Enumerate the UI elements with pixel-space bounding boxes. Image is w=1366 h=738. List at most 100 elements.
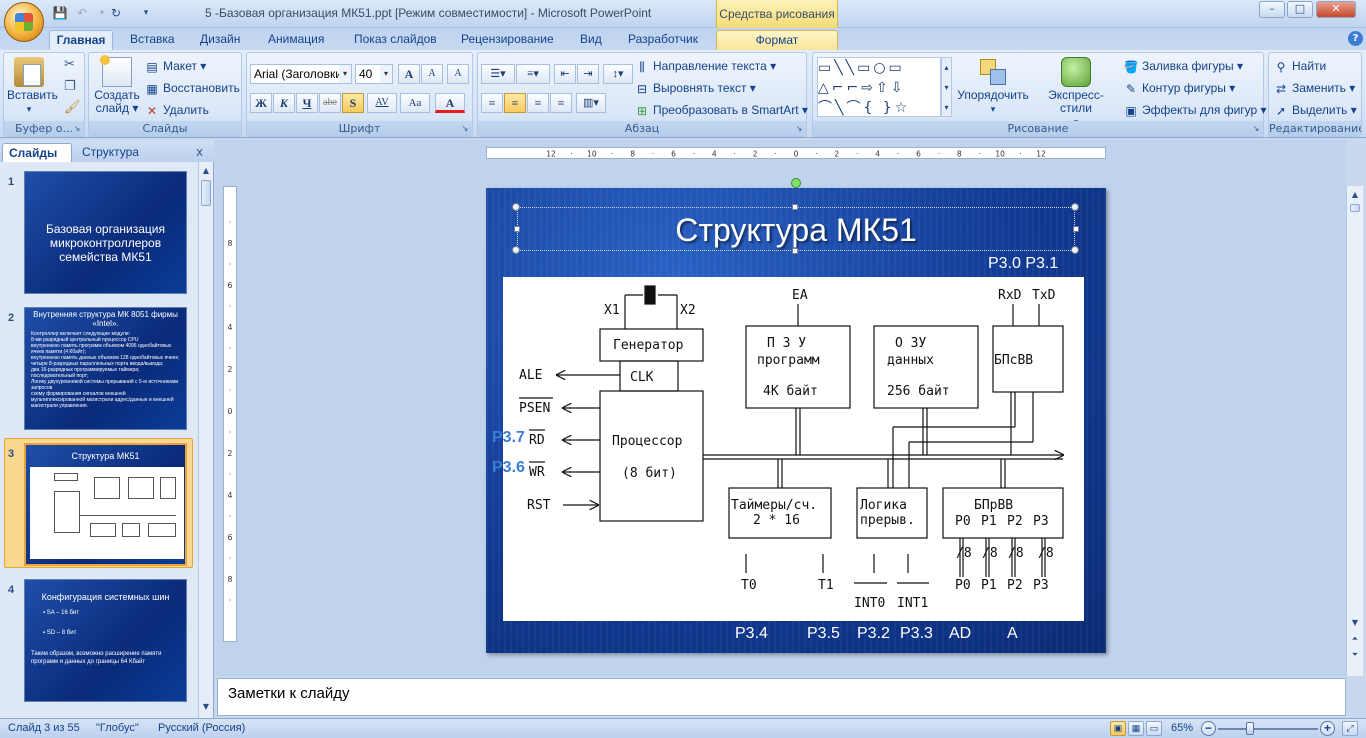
dialog-launcher-icon[interactable]: ↘ [795,124,803,133]
zoom-out-icon[interactable]: − [1201,721,1216,736]
tab-slides[interactable]: Слайды [2,143,72,162]
sorter-view-icon[interactable]: ▦ [1128,721,1144,736]
slide-scrollbar[interactable]: ▲ ▼ ⏶ ⏷ [1346,186,1363,676]
resize-handle[interactable] [792,204,798,210]
office-button[interactable] [4,2,44,42]
undo-icon[interactable]: ↶ [76,6,88,20]
scroll-thumb[interactable] [201,180,211,206]
minimize-button[interactable]: – [1259,1,1285,18]
find-button[interactable]: ⚲Найти [1273,57,1327,75]
tab-insert[interactable]: Вставка [130,32,175,46]
fit-to-window-icon[interactable]: ⤢ [1342,721,1358,736]
cut-icon[interactable]: ✂ [64,57,75,72]
change-case-button[interactable]: Aa [400,93,430,113]
resize-handle[interactable] [514,226,520,232]
dialog-launcher-icon[interactable]: ↘ [461,124,469,133]
underline-button[interactable]: Ч [296,93,318,113]
zoom-slider-thumb[interactable] [1246,722,1254,735]
copy-icon[interactable]: ❐ [64,79,76,94]
notes-pane[interactable]: Заметки к слайду [217,678,1346,716]
align-left-button[interactable]: ≡ [481,93,503,113]
shapes-scroll[interactable]: ▴▾▾ [941,57,952,117]
shape-fill-button[interactable]: 🪣Заливка фигуры ▾ [1123,59,1243,74]
zoom-in-icon[interactable]: + [1320,721,1335,736]
save-icon[interactable]: 💾 [52,6,68,20]
font-name-select[interactable]: Arial (Заголовки)▾ [250,64,352,84]
horizontal-ruler[interactable]: 12·10·8·6·4·2·0·2·4·6·8·10·12 [486,147,1106,159]
spacing-button[interactable]: AV [367,93,397,113]
scroll-down-icon[interactable]: ▼ [1351,618,1359,627]
slide-title[interactable]: Структура МК51 [517,207,1075,251]
tab-animation[interactable]: Анимация [268,32,325,46]
slideshow-view-icon[interactable]: ▭ [1146,721,1162,736]
italic-button[interactable]: К [273,93,295,113]
text-direction-button[interactable]: ⫼Направление текста ▾ [634,57,776,75]
status-language[interactable]: Русский (Россия) [158,722,246,734]
scroll-down-icon[interactable]: ▼ [202,702,210,711]
maximize-button[interactable]: □ [1287,1,1313,18]
close-panel-icon[interactable]: x [196,145,204,159]
shapes-gallery[interactable]: ▭╲╲▭○▭△⌐⌐⇨⇧⇩⌒╲⌒{ }☆ [817,57,941,117]
qat-customize-icon[interactable]: ▾ [143,8,149,18]
scroll-up-icon[interactable]: ▲ [202,166,210,175]
tab-developer[interactable]: Разработчик [628,32,698,46]
arrange-button[interactable]: Упорядочить▾ [955,57,1031,116]
slide-thumbnail-1[interactable]: Базовая организация микроконтроллеров се… [24,171,187,294]
tab-outline[interactable]: Структура [82,145,139,159]
rotate-handle[interactable] [791,178,801,188]
close-button[interactable]: ✕ [1316,1,1356,18]
tab-format[interactable]: Формат [716,30,838,50]
paste-button[interactable]: Вставить▾ [7,57,58,116]
resize-handle[interactable] [512,246,520,254]
shape-outline-button[interactable]: ✎Контур фигуры ▾ [1123,79,1235,97]
tab-home[interactable]: Главная [49,30,113,50]
clear-format-button[interactable]: A [447,64,469,84]
line-spacing-button[interactable]: ↕▾ [603,64,633,84]
resize-handle[interactable] [1071,246,1079,254]
strike-button[interactable]: abe [319,93,341,113]
font-color-button[interactable]: A [435,93,465,113]
zoom-slider-track[interactable] [1218,728,1318,730]
decrease-indent-button[interactable]: ⇤ [554,64,576,84]
bullets-button[interactable]: ☰▾ [481,64,515,84]
redo-icon[interactable]: ↻ [110,6,122,20]
tab-review[interactable]: Рецензирование [461,32,554,46]
shape-effects-button[interactable]: ▣Эффекты для фигур ▾ [1123,101,1266,119]
slide-thumbnail-2[interactable]: Внутренняя структура МК 8051 фирмы «Inte… [24,307,187,430]
dialog-launcher-icon[interactable]: ↘ [73,124,81,133]
align-center-button[interactable]: ≡ [504,93,526,113]
columns-button[interactable]: ▥▾ [576,93,606,113]
layout-button[interactable]: ▤Макет ▾ [144,57,206,75]
scroll-thumb[interactable] [1350,204,1360,212]
next-slide-icon[interactable]: ⏷ [1351,650,1359,659]
resize-handle[interactable] [792,248,798,254]
resize-handle[interactable] [1071,203,1079,211]
normal-view-icon[interactable]: ▣ [1110,721,1126,736]
scroll-up-icon[interactable]: ▲ [1351,190,1359,199]
dialog-launcher-icon[interactable]: ↘ [1252,124,1260,133]
format-painter-icon[interactable]: 🖌 [64,100,81,115]
smartart-button[interactable]: ⊞Преобразовать в SmartArt ▾ [634,101,808,119]
font-size-select[interactable]: 40▾ [355,64,393,84]
undo-dropdown-icon[interactable]: ▾ [99,8,104,17]
bold-button[interactable]: Ж [250,93,272,113]
help-icon[interactable]: ? [1348,31,1363,46]
shadow-button[interactable]: S [342,93,364,113]
tab-design[interactable]: Дизайн [200,32,241,46]
replace-button[interactable]: ⇄Заменить ▾ [1273,79,1355,97]
status-theme[interactable]: "Глобус" [96,722,139,734]
delete-slide-button[interactable]: ✕Удалить [144,101,209,119]
align-right-button[interactable]: ≡ [527,93,549,113]
resize-handle[interactable] [512,203,520,211]
align-text-button[interactable]: ⊟Выровнять текст ▾ [634,79,756,97]
resize-handle[interactable] [1073,226,1079,232]
quick-styles-button[interactable]: Экспресс-стили▾ [1033,57,1119,129]
tab-slideshow[interactable]: Показ слайдов [354,32,437,46]
select-button[interactable]: ➚Выделить ▾ [1273,101,1357,119]
zoom-level[interactable]: 65% [1171,722,1194,734]
thumbnail-scrollbar[interactable]: ▲ ▼ [198,162,213,718]
tab-view[interactable]: Вид [580,32,602,46]
slide-thumbnail-3[interactable]: Структура МК51 [24,443,187,566]
increase-indent-button[interactable]: ⇥ [577,64,599,84]
